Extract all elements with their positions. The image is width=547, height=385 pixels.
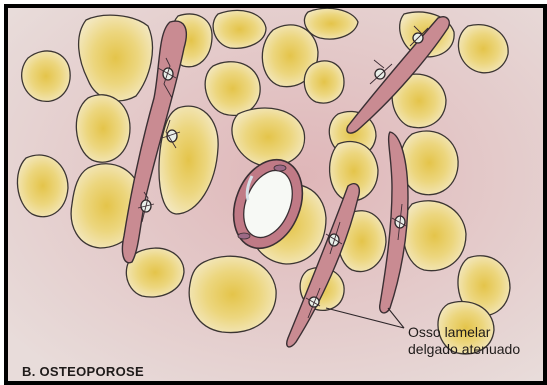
bone-label-line1: Osso lamelar	[408, 324, 520, 341]
fat-cell	[205, 62, 260, 116]
bone-annotation-label: Osso lamelar delgado atenuado	[408, 324, 520, 358]
fat-cell	[213, 10, 266, 48]
fat-cell	[189, 256, 276, 332]
fat-cell	[400, 131, 458, 195]
fat-cell	[304, 61, 344, 103]
bone-label-line2: delgado atenuado	[408, 341, 520, 358]
panel-title: B. OSTEOPOROSE	[22, 364, 144, 379]
fat-cell	[22, 51, 71, 101]
figure-frame: Osso lamelar delgado atenuado B. OSTEOPO…	[4, 4, 547, 385]
fat-cell	[17, 155, 68, 217]
fat-cell	[76, 95, 130, 162]
